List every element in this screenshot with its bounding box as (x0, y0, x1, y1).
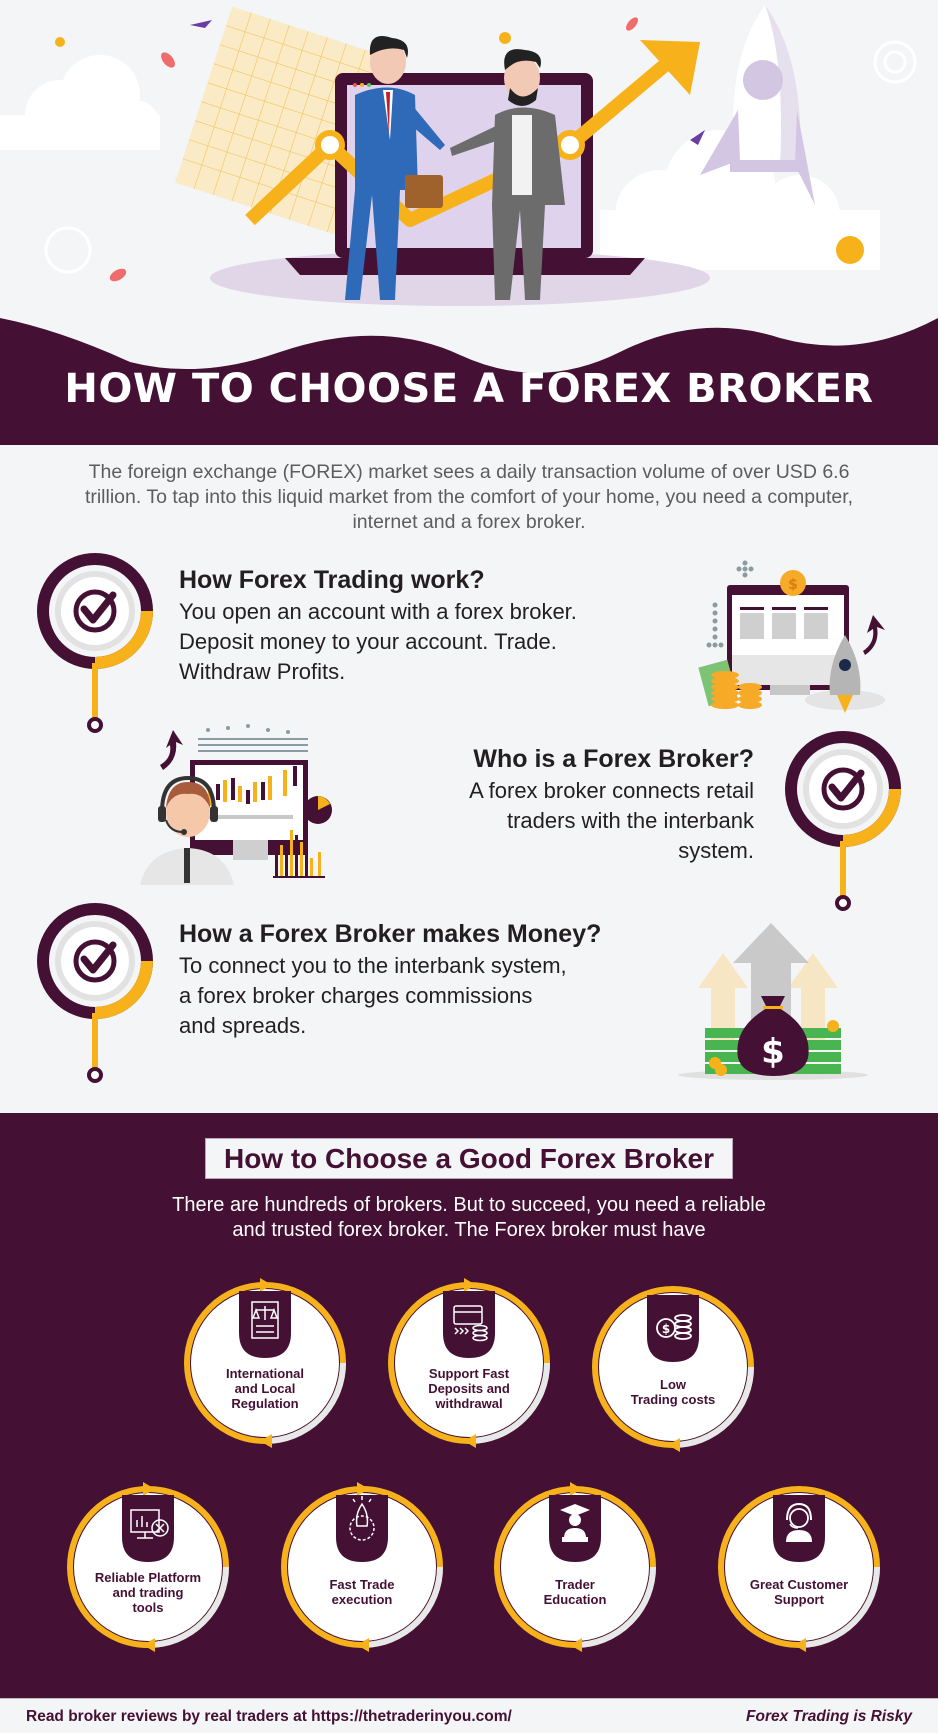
card-coins-icon (453, 1305, 488, 1342)
dollar-coins-icon (656, 1314, 692, 1340)
feature-regulation: International and Local Regulation (180, 1278, 350, 1448)
step-text-how-trading-works: You open an account with a forex broker.… (179, 599, 577, 684)
feature-reliable-platform: Reliable Platform and trading tools (63, 1482, 233, 1652)
footer-risk-warning: Forex Trading is Risky (746, 1708, 912, 1725)
feature-label: Support Fast Deposits and withdrawal (428, 1366, 510, 1411)
feature-label: Low Trading costs (630, 1377, 716, 1407)
step-title-how-broker-makes-money: How a Forex Broker makes Money? (179, 920, 602, 948)
section-title-box: How to Choose a Good Forex Broker (205, 1138, 733, 1179)
section-title: How to Choose a Good Forex Broker (223, 1142, 715, 1174)
rocket-gear-icon (349, 1496, 375, 1541)
graduate-icon (560, 1504, 590, 1542)
svg-text:$: $ (788, 577, 798, 593)
check-milestone-icon (37, 553, 153, 733)
support-agent-chart-illustration (140, 724, 332, 885)
footer-reviews-link[interactable]: Read broker reviews by real traders at h… (26, 1708, 512, 1725)
hero-banner: HOW TO CHOOSE A FOREX BROKER (0, 0, 938, 445)
feature-label: International and Local Regulation (225, 1366, 304, 1411)
svg-text:$: $ (662, 1322, 670, 1336)
computer-coins-rocket-illustration: $ (698, 560, 885, 713)
check-milestone-icon (37, 903, 153, 1083)
step-text-who-is-broker: A forex broker connects retail traders w… (469, 778, 754, 863)
headset-agent-icon (786, 1502, 812, 1542)
step-text-how-broker-makes-money: To connect you to the interbank system, … (179, 953, 567, 1038)
feature-customer-support: Great Customer Support (714, 1482, 884, 1652)
check-milestone-icon (785, 731, 901, 911)
feature-label: Trader Education (543, 1577, 607, 1607)
svg-text:$: $ (761, 1032, 785, 1072)
feature-low-costs: $ Low Trading costs (588, 1282, 758, 1452)
feature-label: Reliable Platform and trading tools (94, 1570, 202, 1615)
feature-fast-deposits: Support Fast Deposits and withdrawal (384, 1278, 554, 1448)
money-bag-arrows-illustration: $ (678, 923, 868, 1080)
intro-paragraph: The foreign exchange (FOREX) market sees… (84, 461, 854, 533)
page-title: HOW TO CHOOSE A FOREX BROKER (64, 366, 874, 412)
hero-illustration (0, 5, 938, 445)
step-title-how-trading-works: How Forex Trading work? (179, 566, 485, 594)
section-intro: There are hundreds of brokers. But to su… (172, 1194, 766, 1241)
feature-fast-execution: Fast Trade execution (277, 1482, 447, 1652)
regulation-document-icon (251, 1301, 279, 1339)
feature-label: Great Customer Support (749, 1577, 849, 1607)
step-title-who-is-broker: Who is a Forex Broker? (473, 745, 754, 773)
footer: Read broker reviews by real traders at h… (0, 1698, 938, 1733)
feature-trader-education: Trader Education (490, 1482, 660, 1652)
monitor-tools-icon (130, 1509, 169, 1539)
feature-label: Fast Trade execution (329, 1577, 395, 1607)
